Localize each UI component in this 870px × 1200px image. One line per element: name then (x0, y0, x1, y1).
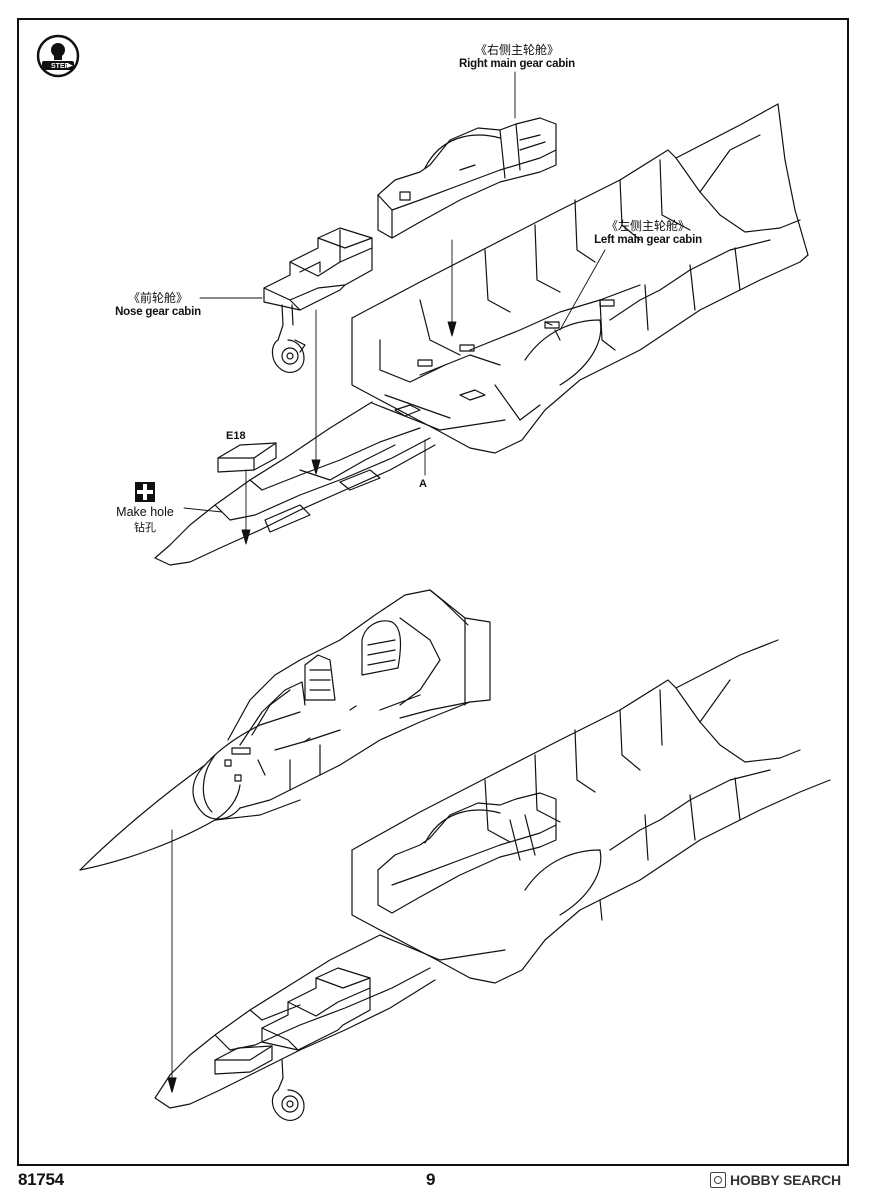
watermark-text: HOBBY SEARCH (730, 1172, 841, 1188)
page-frame (17, 18, 849, 1166)
label-nose-gear-cabin-zh: 《前轮舱》 (127, 291, 188, 305)
make-hole-callout: Make hole 钻孔 (108, 482, 182, 535)
kit-code: 81754 (18, 1170, 64, 1189)
label-nose-gear-cabin: 《前轮舱》 Nose gear cabin (110, 291, 206, 319)
lower-fuselage-assembly (154, 639, 831, 1121)
label-left-main-gear-cabin: 《左侧主轮舱》 Left main gear cabin (583, 219, 713, 247)
watermark: HOBBY SEARCH (710, 1172, 841, 1188)
nose-cockpit-section (79, 589, 491, 1093)
label-left-main-gear-cabin-zh: 《左侧主轮舱》 (605, 219, 690, 233)
step-badge-icon: STEP (36, 34, 80, 78)
drill-hole-icon (135, 482, 155, 502)
watermark-logo-icon (710, 1172, 726, 1188)
guide-lines-top (183, 71, 606, 545)
assembly-marker-a: A (419, 478, 427, 490)
right-main-gear-cabin-part (377, 117, 557, 239)
label-right-main-gear-cabin-en: Right main gear cabin (459, 57, 575, 70)
label-left-main-gear-cabin-en: Left main gear cabin (594, 233, 702, 246)
step-badge: STEP (36, 34, 80, 78)
step-badge-text: STEP (51, 63, 70, 70)
label-right-main-gear-cabin-zh: 《右侧主轮舱》 (474, 43, 559, 57)
make-hole-label-en: Make hole (116, 505, 174, 519)
upper-fuselage-assembly (154, 103, 809, 566)
label-nose-gear-cabin-en: Nose gear cabin (115, 305, 201, 318)
part-e18-block (217, 442, 277, 473)
page-number: 9 (426, 1170, 436, 1189)
nose-gear-cabin-part (263, 227, 373, 373)
make-hole-label-zh: 钻孔 (134, 521, 156, 534)
label-right-main-gear-cabin: 《右侧主轮舱》 Right main gear cabin (452, 43, 582, 71)
part-number-e18: E18 (226, 430, 246, 442)
